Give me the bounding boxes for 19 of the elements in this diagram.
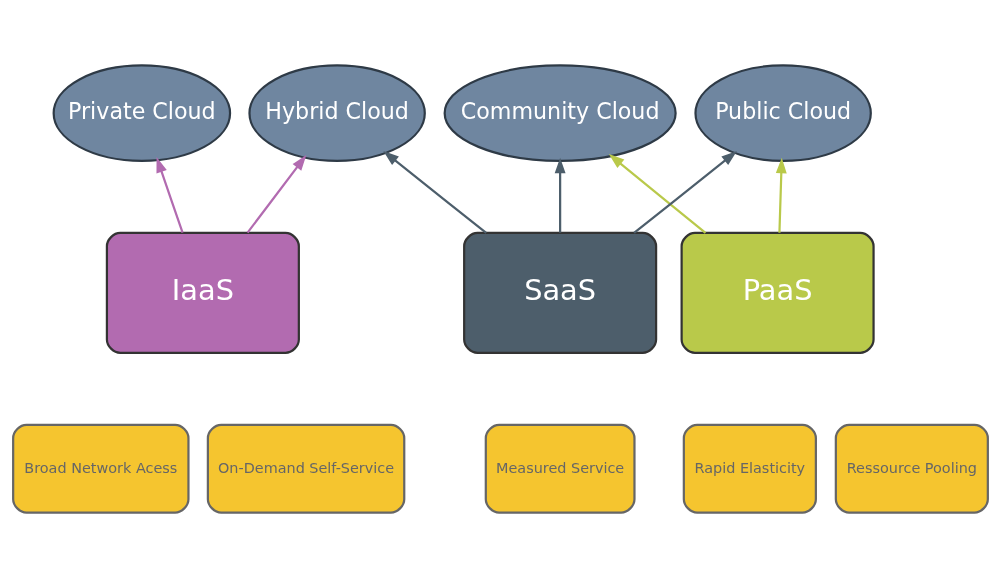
node-ellipse: Community Cloud: [443, 64, 677, 162]
arrow: [156, 157, 184, 233]
arrow: [775, 157, 787, 233]
node-box: PaaS: [680, 231, 875, 354]
node-ellipse: Hybrid Cloud: [248, 64, 426, 162]
node-ellipse: Private Cloud: [52, 64, 232, 162]
node-box: Ressource Pooling: [834, 423, 989, 514]
node-ellipse: Public Cloud: [694, 64, 872, 162]
node-box: Rapid Elasticity: [682, 423, 817, 514]
node-box: SaaS: [463, 231, 658, 354]
arrow: [633, 151, 737, 234]
node-box: Broad Network Acess: [12, 423, 190, 514]
arrow: [246, 155, 307, 234]
arrow: [608, 154, 707, 234]
arrow: [554, 157, 566, 233]
arrow: [383, 151, 487, 234]
node-box: Measured Service: [484, 423, 636, 514]
node-box: On-Demand Self-Service: [206, 423, 406, 514]
node-box: IaaS: [105, 231, 300, 354]
